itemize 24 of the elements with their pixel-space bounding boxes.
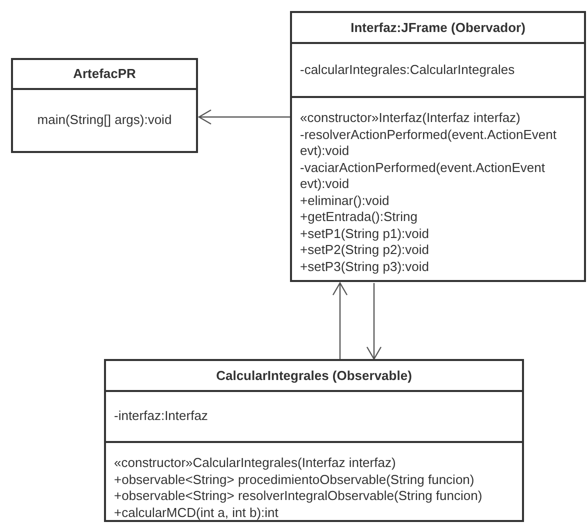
association-arrow [366, 283, 382, 360]
association-arrow [332, 282, 348, 359]
class-name: ArtefacPR [73, 66, 136, 82]
class-method: +setP2(String p2):void [300, 242, 430, 258]
class-box [11, 58, 198, 153]
class-method: +calcularMCD(int a, int b):int [114, 504, 280, 521]
class-method: main(String[] args):void [37, 112, 172, 129]
class-attribute: -interfaz:Interfaz [114, 408, 209, 425]
association-arrow [198, 109, 290, 125]
class-attribute: -calcularIntegrales:CalcularIntegrales [300, 62, 516, 78]
class-method: +observable<String> resolverIntegralObservable(String funcion) [114, 488, 484, 504]
class-method: «constructor»Interfaz(Interfaz interfaz) [300, 110, 522, 126]
class-name: Interfaz:JFrame (Obervador) [350, 20, 526, 36]
class-method: -vaciarActionPerformed(event.ActionEvent evt):void [300, 160, 546, 192]
class-box [290, 11, 586, 282]
class-method: +setP1(String p1):void [300, 226, 430, 242]
class-method: +setP3(String p3):void [300, 258, 430, 275]
class-name: CalcularIntegrales (Observable) [216, 368, 412, 384]
class-method: +observable<String> procedimientoObservable(String funcion) [114, 472, 476, 488]
class-method: +eliminar():void [300, 192, 390, 209]
class-method: -resolverActionPerformed(event.ActionEvent evt):void [300, 126, 558, 160]
class-method: «constructor»CalcularIntegrales(Interfaz interfaz) [114, 455, 397, 472]
class-method: +getEntrada():String [300, 209, 418, 226]
class-box [104, 359, 524, 522]
